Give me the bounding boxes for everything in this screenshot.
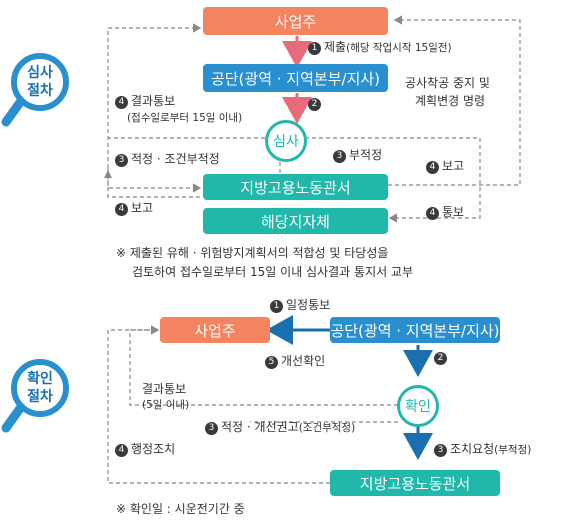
labor-office-box-2: 지방고용노동관서 <box>330 470 500 496</box>
employer-box-2: 사업주 <box>160 317 270 343</box>
footnote-2: ※ 확인일 : 시운전기간 중 <box>116 502 245 516</box>
stop-order-label: 공사착공 중지 및 <box>405 76 490 90</box>
step2-label-2: 2 <box>434 350 450 365</box>
plan-change-label: 계획변경 명령 <box>415 94 486 108</box>
step2-label: 2 <box>308 96 324 111</box>
review-circle: 심사 <box>265 120 307 162</box>
agency-box-2: 공단(광역 · 지역본부/지사) <box>330 317 500 343</box>
footnote-line2: 검토하여 접수일로부터 15일 이내 심사결과 통지서 교부 <box>132 265 414 279</box>
result-notice-note-2: (5일 이내) <box>142 399 190 411</box>
footnote-line1: ※ 제출된 유해 · 위험방지계획서의 적합성 및 타당성을 <box>116 246 389 260</box>
labor-office-box: 지방고용노동관서 <box>203 174 388 200</box>
confirm-circle: 확인 <box>397 385 439 427</box>
local-gov-box: 해당지자체 <box>203 208 388 234</box>
result-notice-label-2: 결과통보 <box>142 382 187 396</box>
agency-box: 공단(광역 · 지역본부/지사) <box>203 64 388 92</box>
result-notice-note: (접수일로부터 15일 이내) <box>127 112 243 124</box>
employer-box: 사업주 <box>203 7 388 35</box>
